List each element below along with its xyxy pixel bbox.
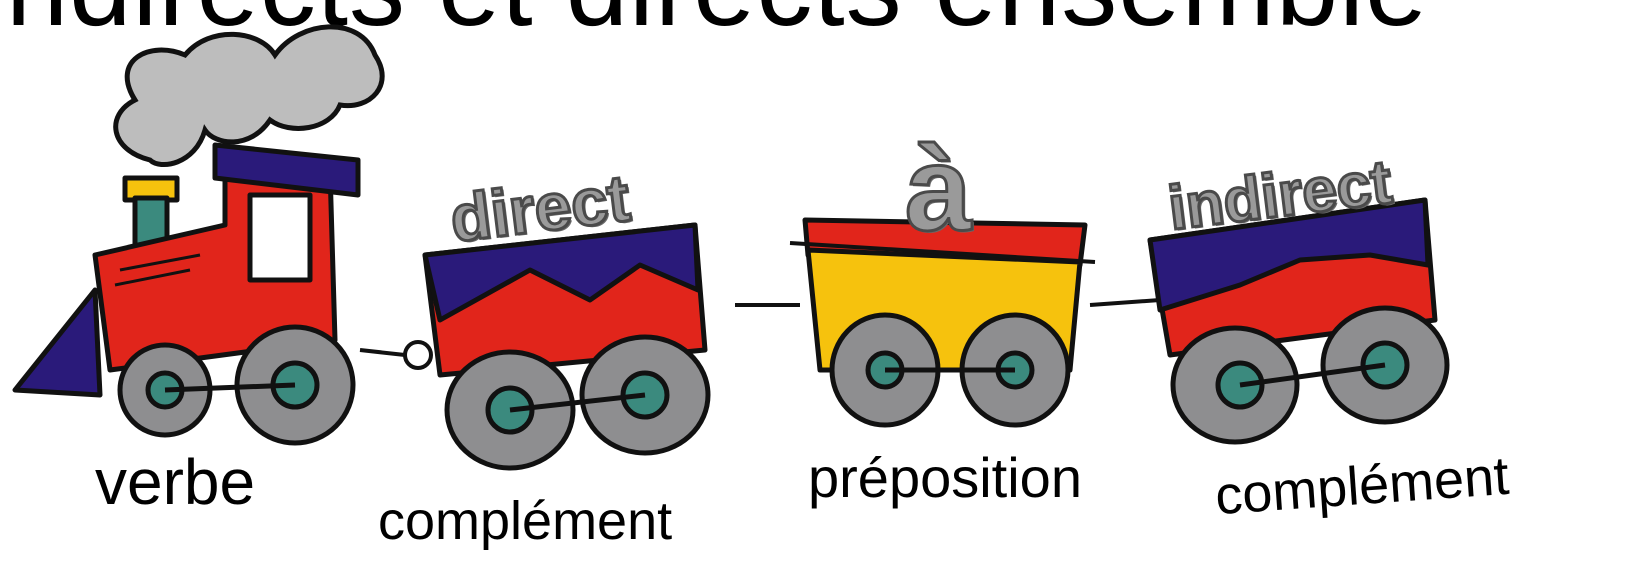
verbe-label: verbe: [95, 445, 255, 519]
preposition-word: à: [905, 120, 972, 258]
preposition-label: préposition: [808, 445, 1082, 510]
direct-complement-label: complément: [378, 490, 672, 552]
smoke-cloud: [116, 27, 382, 165]
direct-wagon: [425, 225, 708, 468]
locomotive: [15, 145, 358, 443]
